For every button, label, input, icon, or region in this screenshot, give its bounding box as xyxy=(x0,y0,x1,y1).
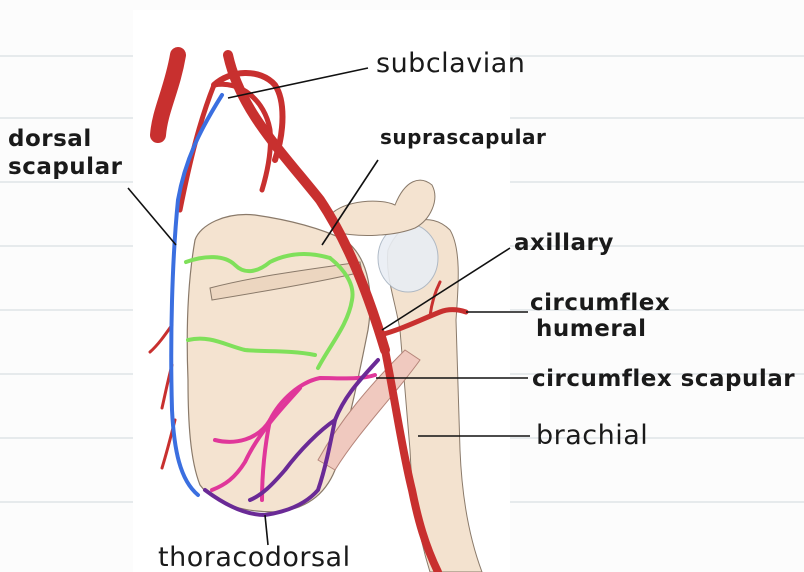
leader-subclavian xyxy=(227,67,369,99)
label-subclavian: subclavian xyxy=(376,48,525,79)
leader-dorsal-scapular xyxy=(127,187,177,246)
label-dorsal-scapular-line1: dorsal xyxy=(8,126,92,152)
label-axillary: axillary xyxy=(514,230,614,256)
acromion xyxy=(329,179,436,236)
label-thoracodorsal: thoracodorsal xyxy=(158,542,351,572)
leader-suprascapular xyxy=(321,159,379,246)
labels: subclavian dorsal scapular suprascapular… xyxy=(8,48,795,572)
label-brachial: brachial xyxy=(536,420,648,451)
leader-lines xyxy=(127,67,530,546)
label-circumflex-humeral-line1: circumflex xyxy=(530,290,670,316)
label-circumflex-humeral-line2: humeral xyxy=(536,316,647,342)
thyrocervical-branch-2 xyxy=(211,81,273,193)
bones xyxy=(186,179,483,572)
suprascapular-vessels xyxy=(184,251,355,370)
subclavian-artery xyxy=(150,47,186,143)
label-suprascapular: suprascapular xyxy=(380,125,546,149)
brachial-artery xyxy=(381,346,442,572)
thyrocervical-branch-1 xyxy=(211,70,286,163)
label-dorsal-scapular-line2: scapular xyxy=(8,154,123,180)
circumflex-humeral-vessel xyxy=(377,307,469,338)
leader-axillary xyxy=(381,247,511,331)
axillary-artery xyxy=(223,50,390,355)
dorsal-scapular-vessel xyxy=(169,93,224,497)
leader-thoracodorsal xyxy=(264,514,269,546)
label-circumflex-scapular: circumflex scapular xyxy=(532,366,795,392)
thoracodorsal-vessels xyxy=(203,358,380,518)
